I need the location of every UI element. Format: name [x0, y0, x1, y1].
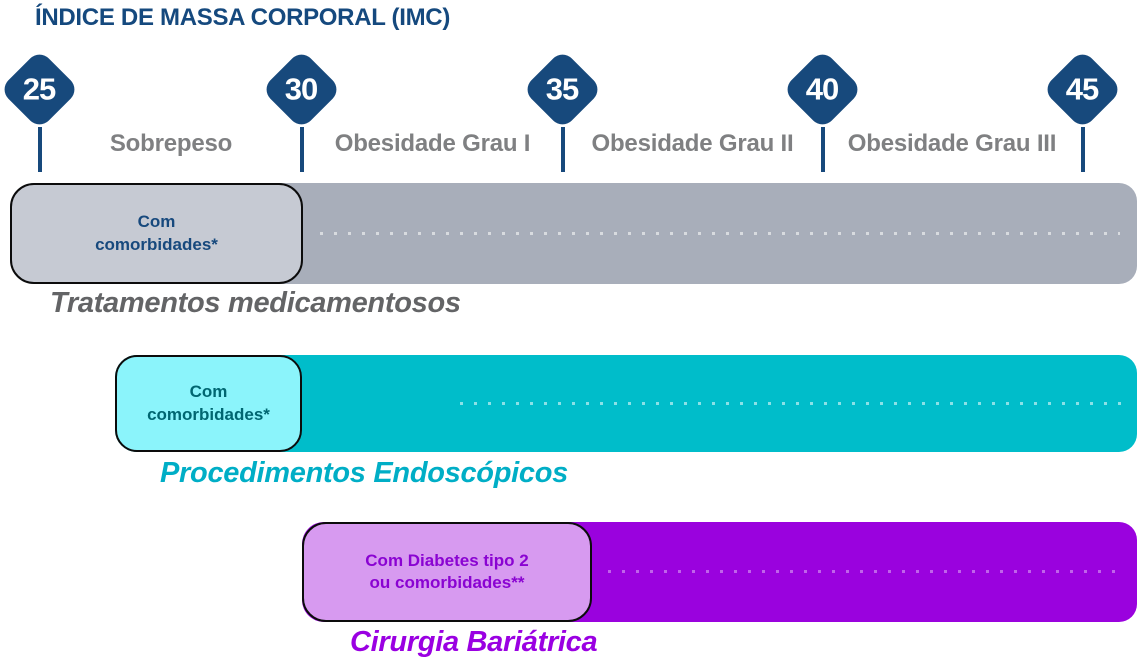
- condition-line1: Com: [137, 212, 176, 232]
- imc-marker-value: 45: [1066, 71, 1099, 107]
- condition-line1: Com Diabetes tipo 2: [365, 550, 529, 570]
- diamond-icon: 25: [0, 49, 80, 130]
- condition-box-endoscopic: Com comorbidades*: [115, 355, 302, 452]
- bar-label-bariatric: Cirurgia Bariátrica: [350, 626, 598, 658]
- imc-marker-value: 30: [285, 71, 318, 107]
- diamond-icon: 30: [261, 49, 342, 130]
- condition-box-medication: Com comorbidades*: [10, 183, 303, 284]
- page-title: ÍNDICE DE MASSA CORPORAL (IMC): [35, 4, 451, 31]
- condition-line1: Com: [189, 382, 228, 402]
- dotted-line-bariatric: [608, 570, 1120, 573]
- marker-stem: [561, 127, 565, 172]
- condition-box-bariatric: Com Diabetes tipo 2 ou comorbidades**: [302, 522, 592, 622]
- range-label-obesidade-2: Obesidade Grau II: [591, 130, 794, 157]
- marker-stem: [1081, 127, 1085, 172]
- marker-stem: [38, 127, 42, 172]
- dotted-line-endoscopic: [460, 402, 1122, 405]
- bar-label-endoscopic: Procedimentos Endoscópicos: [160, 457, 568, 489]
- imc-marker-value: 40: [806, 71, 839, 107]
- condition-line2: comorbidades*: [147, 404, 270, 424]
- range-label-obesidade-3: Obesidade Grau III: [847, 130, 1057, 157]
- marker-stem: [300, 127, 304, 172]
- imc-marker-value: 25: [23, 71, 56, 107]
- diamond-icon: 45: [1042, 49, 1123, 130]
- imc-marker-value: 35: [546, 71, 579, 107]
- range-label-sobrepeso: Sobrepeso: [109, 130, 233, 157]
- diamond-icon: 35: [522, 49, 603, 130]
- diamond-icon: 40: [782, 49, 863, 130]
- condition-line2: ou comorbidades**: [369, 573, 525, 592]
- condition-line2: comorbidades*: [95, 234, 218, 254]
- range-label-obesidade-1: Obesidade Grau I: [334, 130, 531, 157]
- dotted-line-medication: [320, 232, 1120, 235]
- bar-label-medication: Tratamentos medicamentosos: [50, 287, 461, 319]
- marker-stem: [821, 127, 825, 172]
